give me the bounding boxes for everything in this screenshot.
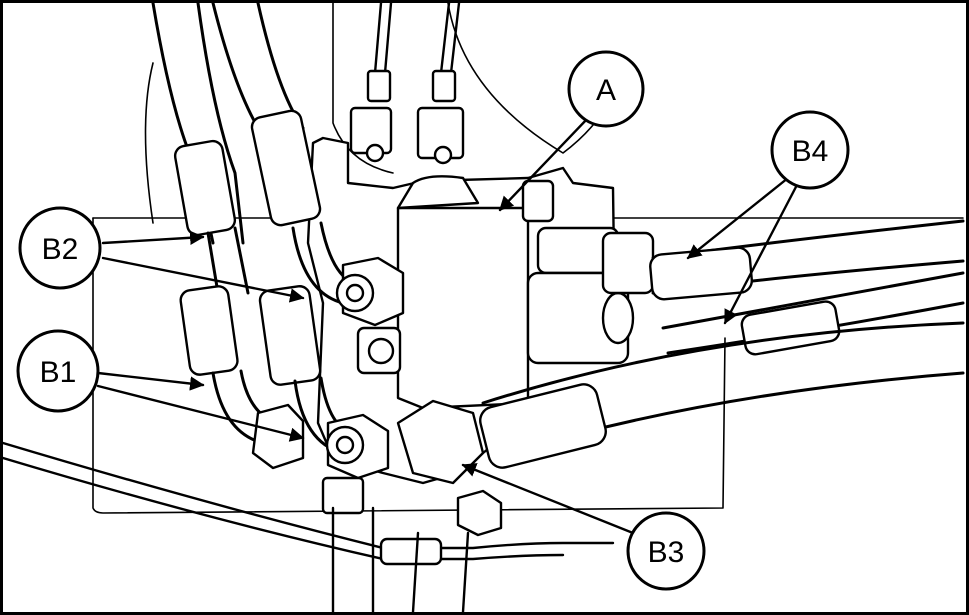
leader-lines: [96, 116, 800, 535]
callout-b1-label: B1: [40, 356, 77, 389]
control-cables: [349, 3, 465, 165]
callout-b3-label: B3: [648, 536, 685, 569]
callout-b1: B1: [16, 329, 100, 413]
callout-a: A: [567, 50, 645, 128]
callout-b4: B4: [770, 110, 850, 190]
callout-b4-label: B4: [792, 135, 829, 168]
mounting-panel: [92, 3, 964, 514]
callout-a-label: A: [596, 74, 616, 107]
valve-block: [306, 136, 655, 485]
callout-b2: B2: [18, 206, 102, 290]
lower-lines: [3, 441, 615, 612]
left-hoses: [151, 3, 355, 455]
diagram-svg: A B2 B1 B4 B3: [3, 3, 965, 612]
callout-b3: B3: [626, 511, 706, 591]
callout-b2-label: B2: [42, 233, 79, 266]
right-hoses: [479, 219, 965, 469]
hose-fittings: [251, 256, 503, 537]
